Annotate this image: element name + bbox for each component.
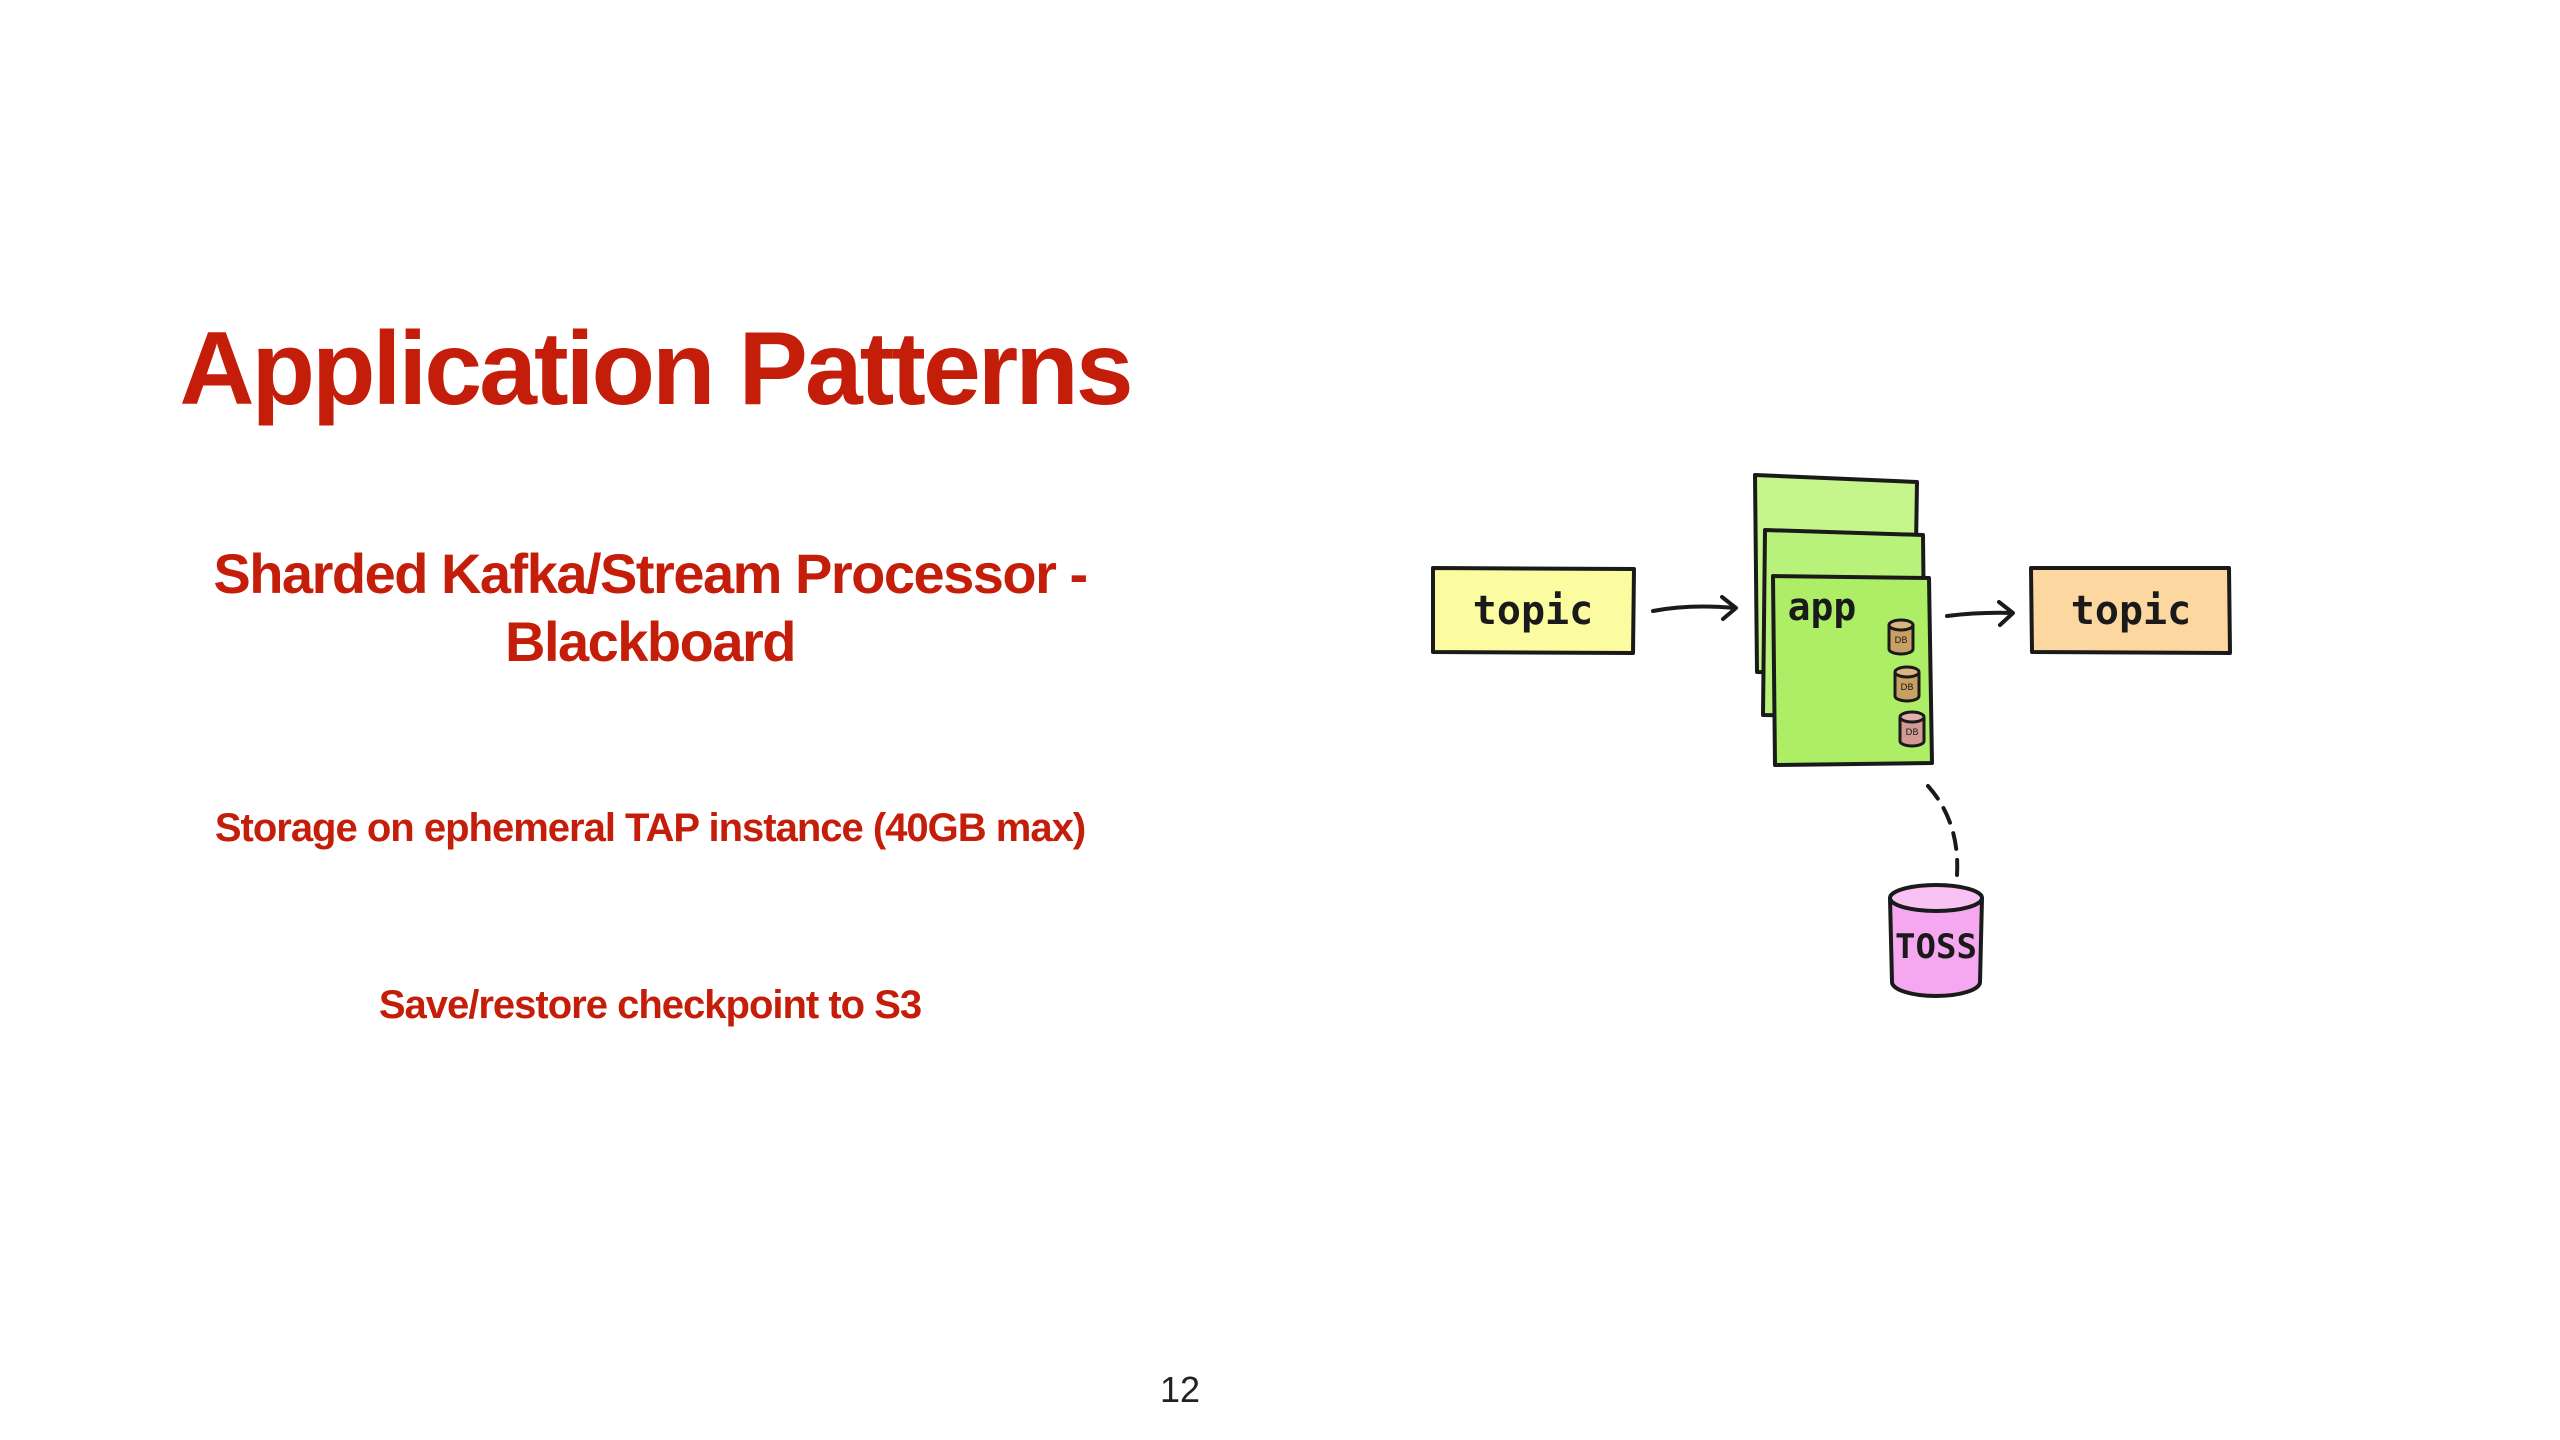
input-topic-label: topic xyxy=(1473,588,1593,634)
arrow-input-to-app xyxy=(1651,595,1738,621)
app-label: app xyxy=(1788,585,1857,629)
external-store-label: TOSS xyxy=(1895,927,1977,967)
external-store-cylinder: TOSS xyxy=(1888,883,1984,998)
bullet-checkpoint: Save/restore checkpoint to S3 xyxy=(378,983,922,1027)
stream-processor-diagram: topic app DB DB xyxy=(1431,473,2232,998)
local-db-label: DB xyxy=(1905,728,1918,738)
slide-title: Application Patterns xyxy=(179,311,1133,427)
output-topic-label: topic xyxy=(2071,588,2191,634)
local-db-icon: DB xyxy=(1893,665,1921,703)
page-number: 12 xyxy=(1159,1369,1201,1410)
bullet-storage: Storage on ephemeral TAP instance (40GB … xyxy=(214,806,1086,850)
local-db-icon: DB xyxy=(1887,618,1915,656)
slide-subtitle: Sharded Kafka/Stream Processor - Blackbo… xyxy=(213,542,1088,673)
input-topic-box: topic xyxy=(1431,566,1636,655)
output-topic-box: topic xyxy=(2029,566,2232,655)
local-db-label: DB xyxy=(1900,683,1913,693)
local-db-icon: DB xyxy=(1898,710,1926,748)
arrow-app-to-output xyxy=(1945,600,2015,627)
dashed-connector xyxy=(1926,784,1960,877)
local-db-label: DB xyxy=(1894,636,1907,646)
